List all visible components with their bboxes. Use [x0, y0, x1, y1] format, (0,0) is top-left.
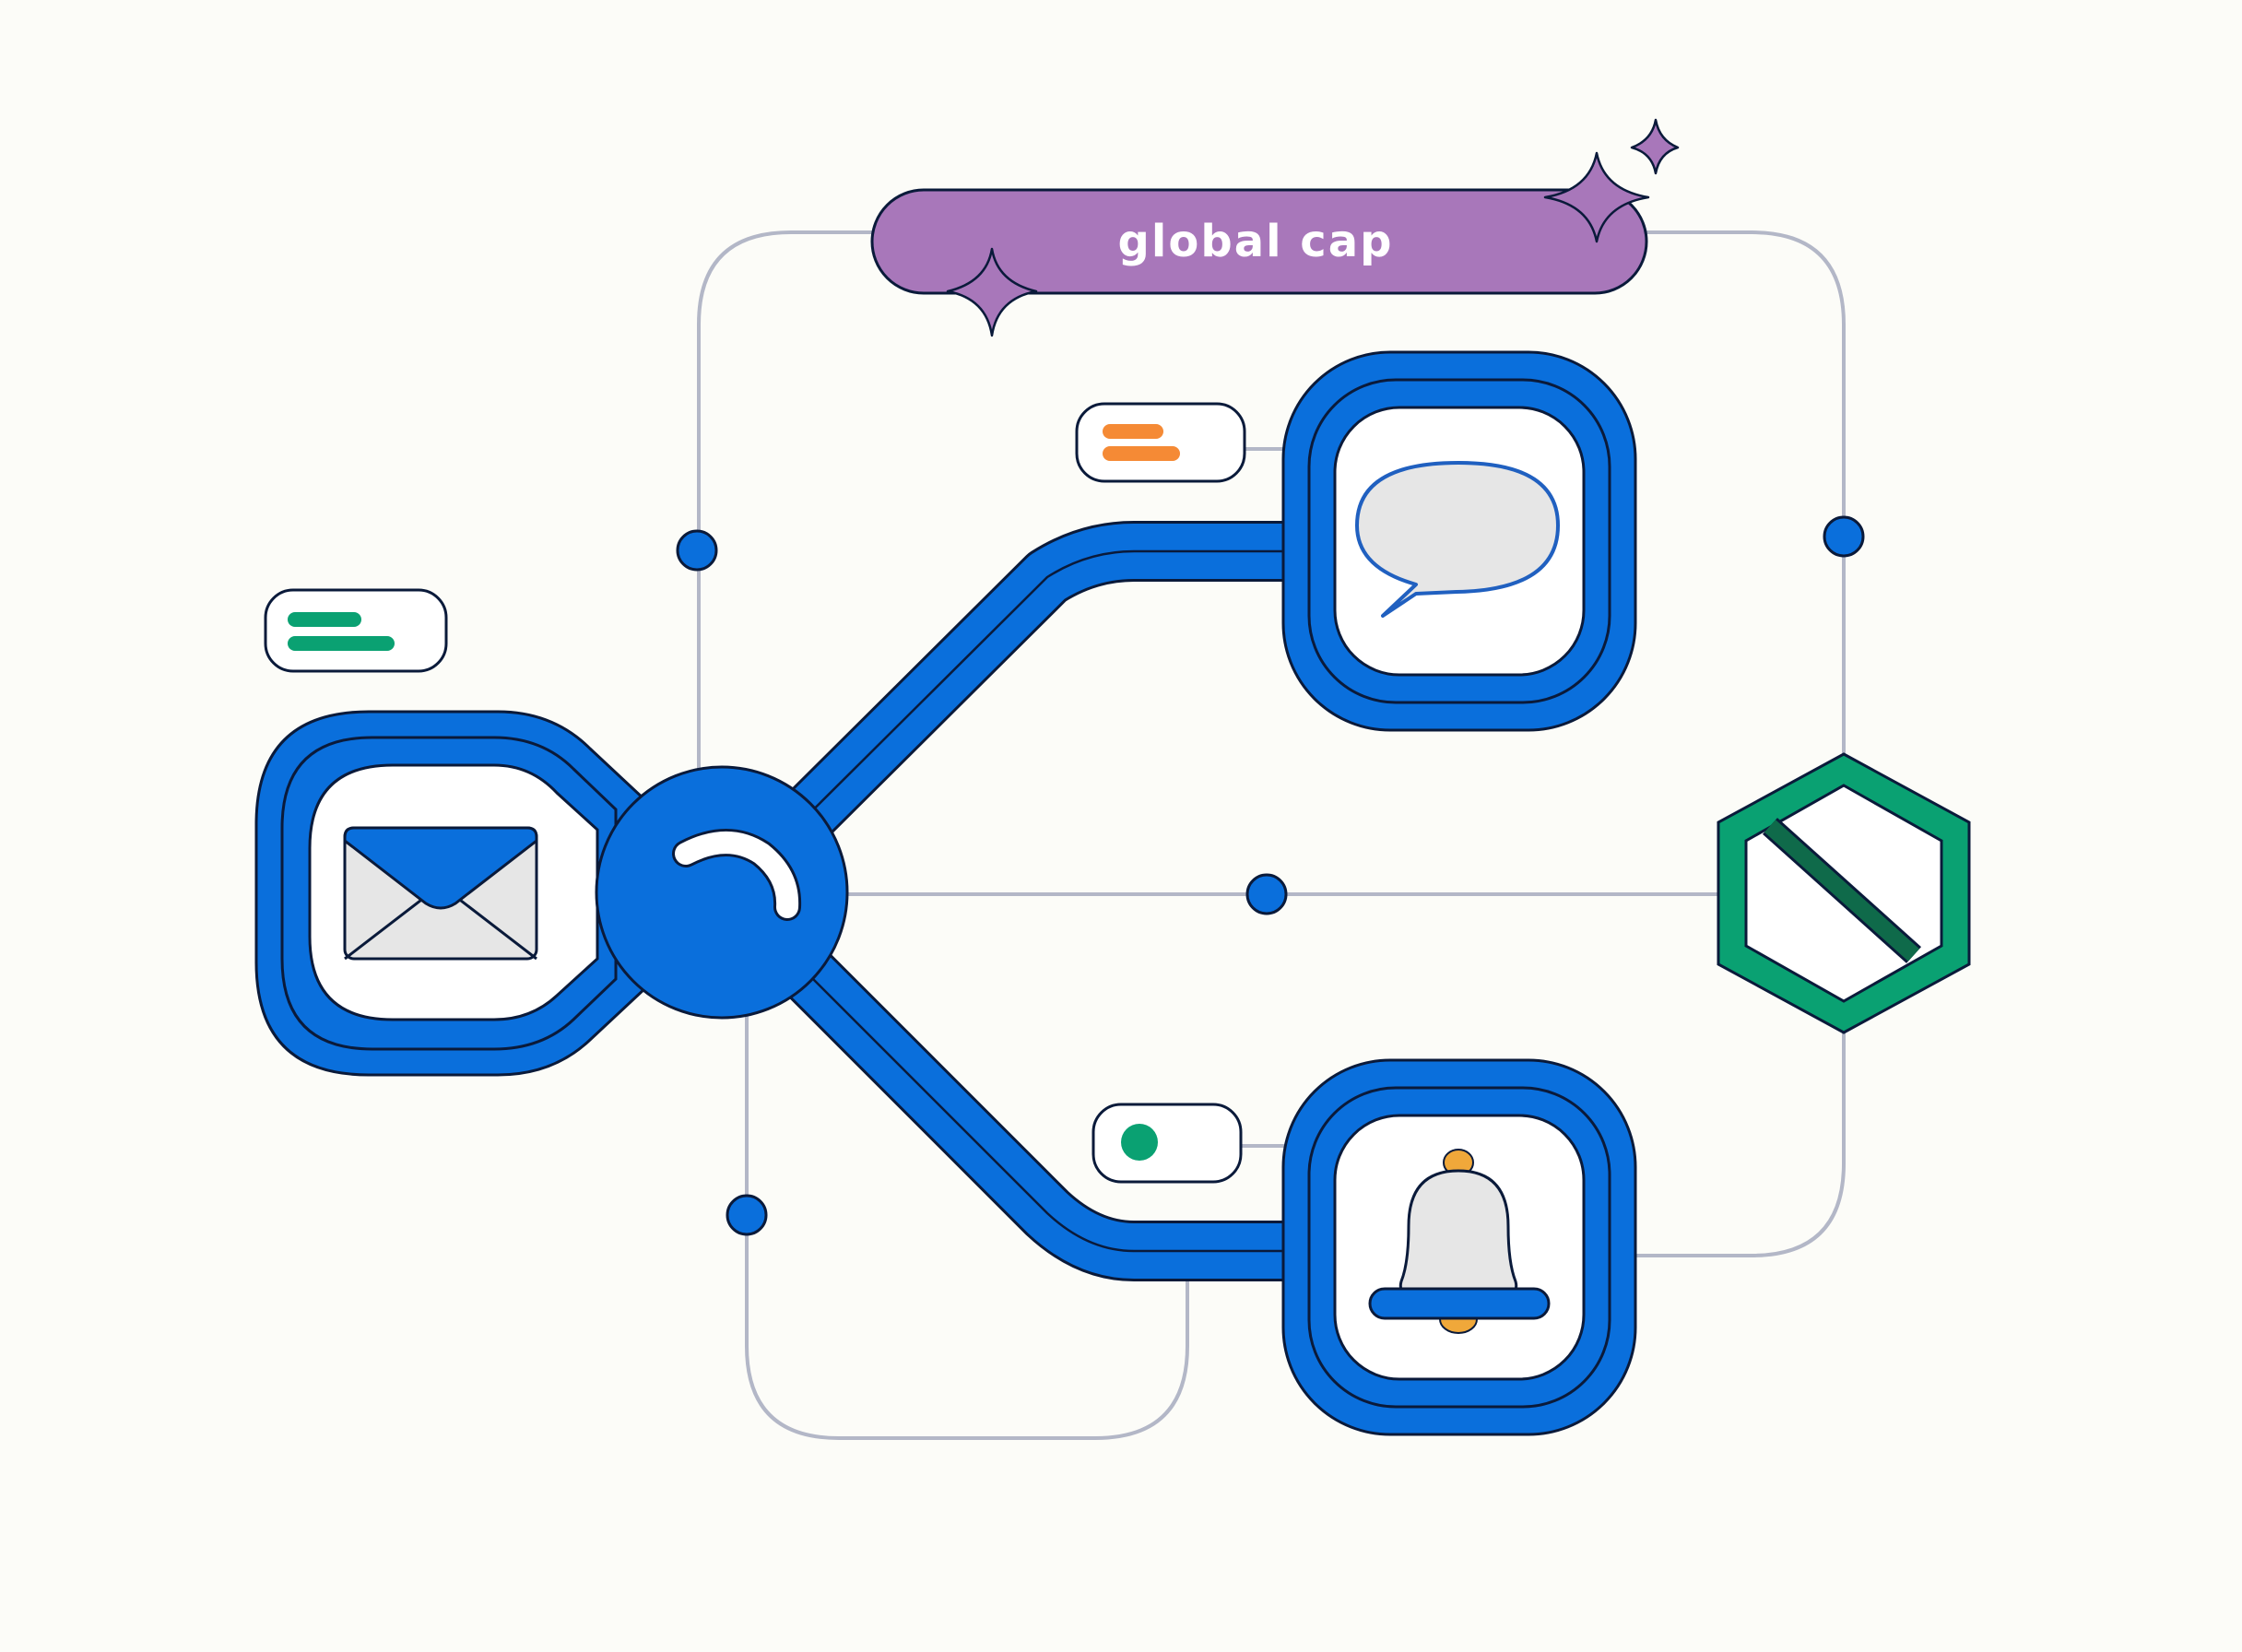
notify-node [1281, 1058, 1637, 1436]
pipe-to-bell [706, 872, 1291, 1281]
connector-dot-left [676, 529, 718, 572]
hub-arc-icon [672, 829, 802, 921]
sparkle-icon [946, 247, 1038, 337]
notify-tag [1092, 1103, 1243, 1184]
pipes [706, 521, 1291, 1281]
sparkle-icon [1630, 118, 1680, 175]
status-dot [1121, 1124, 1158, 1161]
speech-bubble-icon [1355, 461, 1560, 618]
pipe-to-chat [706, 521, 1291, 916]
frame-line-left [697, 230, 874, 781]
frame-line-right-lower [1635, 1023, 1846, 1257]
no-entry-hexagon-icon [1762, 818, 1922, 963]
connector-dot-bottom [726, 1194, 768, 1236]
bottom-loop-line [745, 1008, 1189, 1440]
sparkle-icon [1543, 151, 1650, 243]
global-cap-banner: global cap [870, 188, 1648, 295]
chat-tag [1075, 402, 1246, 483]
blocked-hexagon [1717, 752, 1971, 1034]
connector-dots [676, 515, 1865, 1236]
chat-node [1281, 350, 1637, 732]
sparkles [946, 118, 1680, 337]
frame-line-right [1641, 230, 1846, 760]
banner-label: global cap [1118, 216, 1394, 267]
email-node [254, 710, 647, 1077]
bell-icon [1368, 1149, 1551, 1334]
connector-dot-center [1245, 873, 1288, 915]
email-tag [264, 588, 448, 673]
hub-node [595, 765, 849, 1020]
envelope-icon [343, 826, 538, 961]
connector-dot-right [1823, 515, 1865, 558]
connector-lines [697, 230, 1846, 1440]
